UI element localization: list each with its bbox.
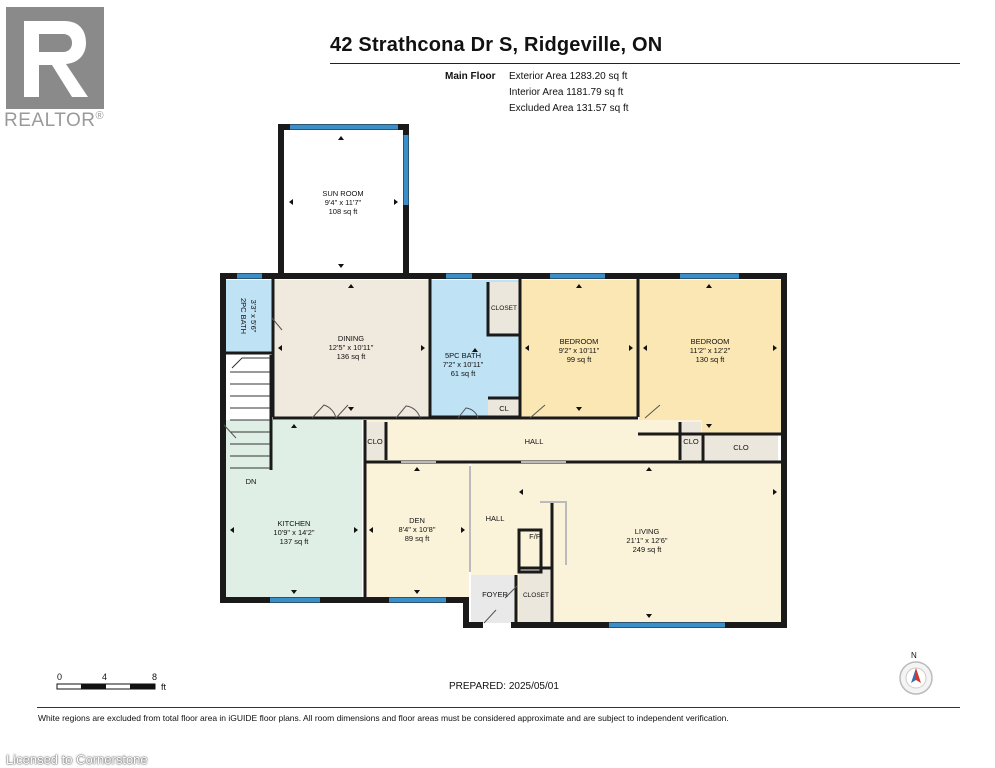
living-dims: 21'1" x 12'6" — [626, 536, 667, 545]
kitchen-fill — [226, 420, 362, 598]
realtor-logo — [6, 7, 104, 109]
dining-area: 136 sq ft — [337, 352, 367, 361]
bedroom2-fill — [639, 280, 781, 434]
bath5-dims: 7'2" x 10'11" — [443, 360, 484, 369]
bath2-dims: 3'3" x 5'6" — [249, 300, 258, 333]
footer-divider — [37, 707, 960, 708]
clo-mid-label: CLO — [683, 437, 699, 446]
hall-top-label: HALL — [525, 437, 544, 446]
clo-right-label: CLO — [733, 443, 749, 452]
bedroom1-name: BEDROOM — [560, 337, 599, 346]
scale-bar: 0 4 8 ft — [56, 672, 167, 692]
cl-label: CL — [499, 404, 509, 413]
bedroom2-name: BEDROOM — [691, 337, 730, 346]
fp-label: F/P — [529, 532, 541, 541]
kitchen-dims: 10'9" x 14'2" — [273, 528, 314, 537]
kitchen-area: 137 sq ft — [280, 537, 310, 546]
closet-top-fill — [488, 282, 519, 335]
dining-name: DINING — [338, 334, 364, 343]
cl-fill — [488, 398, 519, 417]
interior-area: Interior Area 1181.79 sq ft — [509, 87, 624, 98]
scale-segment — [81, 684, 106, 689]
living-area: 249 sq ft — [633, 545, 663, 554]
foyer-label: FOYER — [482, 590, 508, 599]
hall-mid-label: HALL — [486, 514, 505, 523]
living-name: LIVING — [635, 527, 660, 536]
den-name: DEN — [409, 516, 425, 525]
bedroom1-fill — [521, 280, 637, 417]
clo-right-fill — [704, 434, 778, 461]
foyer-fill — [471, 575, 516, 623]
scale-segment — [130, 684, 155, 689]
registered-mark: ® — [95, 110, 105, 122]
den-dims: 8'4" x 10'8" — [399, 525, 436, 534]
excluded-area: Excluded Area 131.57 sq ft — [509, 103, 629, 114]
scale-label-4: 4 — [102, 672, 107, 682]
bath5-area: 61 sq ft — [451, 369, 477, 378]
disclaimer-text: White regions are excluded from total fl… — [38, 713, 729, 723]
kitchen-name: KITCHEN — [278, 519, 311, 528]
sun-room-fill — [281, 127, 406, 276]
license-watermark: Licensed to Cornerstone — [6, 752, 148, 767]
sun-room-area: 108 sq ft — [329, 207, 359, 216]
bedroom2-area: 130 sq ft — [696, 355, 726, 364]
compass-icon: N — [899, 651, 933, 695]
clo-left-fill — [365, 422, 385, 460]
windows — [237, 124, 739, 628]
bath5-name: 5PC BATH — [445, 351, 481, 360]
clo-left-label: CLO — [367, 437, 383, 446]
den-fill — [365, 463, 469, 598]
realtor-word: REALTOR — [4, 110, 96, 131]
page-title: 42 Strathcona Dr S, Ridgeville, ON — [330, 34, 663, 56]
scale-label-8: 8 — [152, 672, 157, 682]
closet-top-label: CLOSET — [491, 305, 517, 312]
scale-unit: ft — [161, 682, 167, 692]
door-swings — [223, 317, 661, 624]
title-divider — [330, 63, 960, 64]
dn-label: DN — [246, 477, 257, 486]
hall-top-fill — [365, 420, 702, 461]
compass-needle — [916, 668, 921, 683]
exterior-area: Exterior Area 1283.20 sq ft — [509, 71, 628, 82]
stairs — [230, 357, 270, 469]
dining-dims: 12'5" x 10'11" — [329, 343, 374, 352]
bath2-fill — [226, 280, 272, 352]
floor-label: Main Floor — [445, 71, 496, 82]
bedroom2-dims: 11'2" x 12'2" — [690, 346, 731, 355]
floor-plan: SUN ROOM 9'4" x 11'7" 108 sq ft 2PC BATH… — [220, 124, 787, 628]
den-area: 89 sq ft — [405, 534, 431, 543]
bedroom1-area: 99 sq ft — [567, 355, 593, 364]
realtor-wordmark: REALTOR® — [4, 110, 104, 132]
dimension-markers — [230, 136, 777, 618]
closet-foyer-fill — [519, 568, 552, 622]
dining-fill — [274, 280, 429, 417]
scale-label-0: 0 — [57, 672, 62, 682]
partition-lines — [401, 461, 567, 572]
compass-north-label: N — [911, 651, 917, 660]
prepared-date: PREPARED: 2025/05/01 — [449, 681, 559, 692]
sun-room-name: SUN ROOM — [322, 189, 363, 198]
interior-walls — [226, 278, 781, 622]
bath2-name: 2PC BATH — [239, 298, 248, 334]
clo-mid-fill — [680, 422, 701, 460]
bedroom1-dims: 9'2" x 10'11" — [559, 346, 600, 355]
sun-room-dims: 9'4" x 11'7" — [325, 198, 362, 207]
closet-foyer-label: CLOSET — [523, 592, 549, 599]
